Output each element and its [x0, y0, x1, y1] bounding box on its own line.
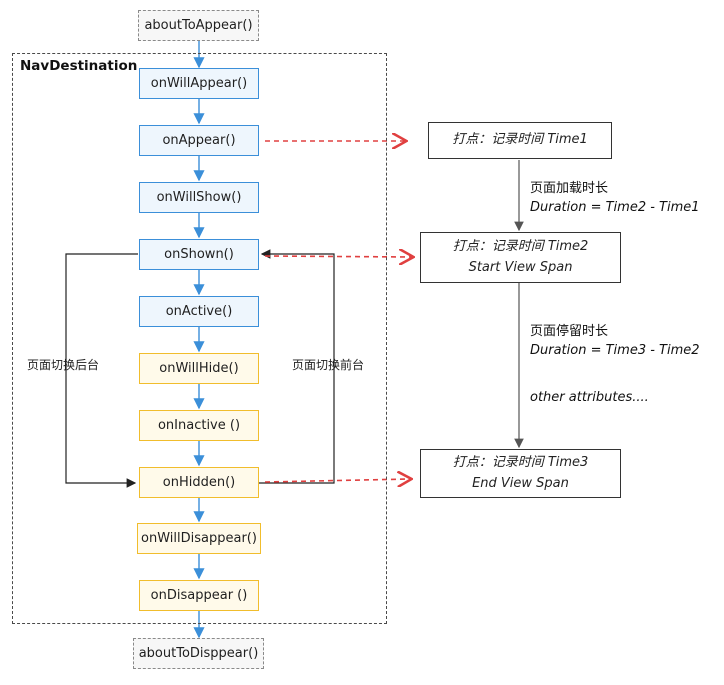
to-background-label: 页面切换后台: [27, 358, 100, 372]
to-foreground-label: 页面切换前台: [292, 358, 365, 372]
stay-duration-title: 页面停留时长: [530, 324, 609, 339]
on-will-appear-box: onWillAppear(): [139, 68, 259, 99]
tracking-box-time2: 打点：记录时间 Time2 Start View Span: [420, 232, 621, 283]
load-duration-title: 页面加载时长: [530, 181, 609, 196]
stay-duration-formula: Duration = Time3 - Time2: [530, 343, 700, 358]
tracking-box-time3-line2: End View Span: [472, 475, 569, 491]
tracking-box-time3-line1: 打点：记录时间 Time3: [452, 454, 589, 470]
foreground-loop-arrow: [259, 249, 335, 484]
on-will-hide-box: onWillHide(): [139, 353, 259, 384]
tracking-box-time1: 打点：记录时间 Time1: [428, 122, 612, 159]
tracking-box-time1-line1: 打点：记录时间 Time1: [452, 132, 588, 148]
other-attributes-note: other attributes....: [530, 390, 649, 405]
on-active-box: onActive(): [139, 296, 259, 327]
about-to-disappear-box: aboutToDisppear(): [133, 638, 264, 669]
nav-destination-title: NavDestination: [20, 58, 138, 74]
tracking-box-time2-line1: 打点：记录时间 Time2: [452, 238, 589, 254]
on-hidden-box: onHidden(): [139, 467, 259, 498]
tracking-box-time3: 打点：记录时间 Time3 End View Span: [420, 449, 621, 498]
on-shown-box: onShown(): [139, 239, 259, 270]
on-disappear-box: onDisappear (): [139, 580, 259, 611]
load-duration-formula: Duration = Time2 - Time1: [530, 200, 700, 215]
on-will-show-box: onWillShow(): [139, 182, 259, 213]
background-loop-arrow: [65, 253, 138, 488]
nav-destination-region: [12, 53, 387, 624]
on-appear-box: onAppear(): [139, 125, 259, 156]
on-inactive-box: onInactive (): [139, 410, 259, 441]
on-will-disappear-box: onWillDisappear(): [137, 523, 261, 554]
about-to-appear-box: aboutToAppear(): [138, 10, 259, 41]
tracking-arrows: [264, 141, 412, 482]
tracking-box-time2-line2: Start View Span: [468, 259, 573, 275]
